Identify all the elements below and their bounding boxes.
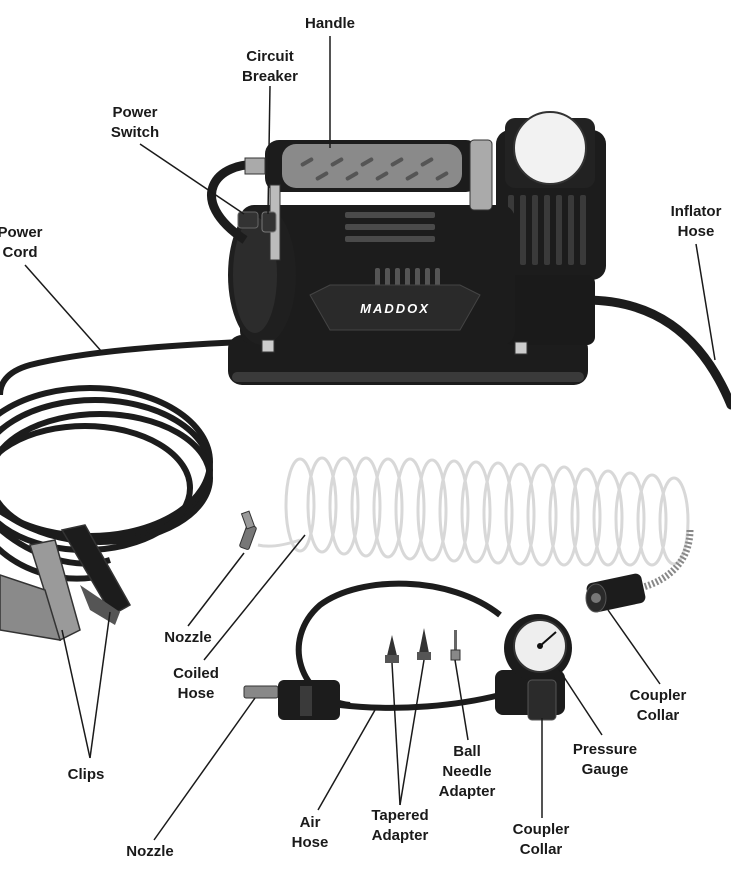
label-inflator-hose: Inflator Hose	[670, 203, 722, 240]
label-circuit-breaker: Circuit Breaker	[242, 48, 298, 85]
label-tapered-adapter: Tapered Adapter	[371, 807, 429, 844]
label-clips: Clips	[67, 766, 105, 783]
leader-nozzle-air	[153, 697, 256, 841]
power-switch-part	[237, 211, 259, 229]
leader-coiled-hose	[203, 534, 306, 661]
leader-ball-needle	[454, 659, 469, 741]
compressor-body: MADDOX	[207, 111, 606, 385]
label-coiled-hose: Coiled Hose	[173, 665, 219, 702]
inflator-hose	[580, 295, 731, 410]
power-cord	[0, 339, 241, 582]
leader-tapered-b	[399, 659, 425, 806]
ball-needle	[450, 630, 461, 661]
label-ball-needle-adapter: Ball Needle Adapter	[438, 743, 496, 800]
coil-nozzle	[239, 510, 257, 550]
leader-tapered-a	[391, 662, 401, 806]
coupler-collar-bottom-part	[527, 679, 557, 721]
label-nozzle-coil: Nozzle	[164, 629, 212, 646]
label-pressure-gauge: Pressure Gauge	[572, 741, 638, 778]
pressure-gauge-part	[495, 614, 572, 715]
leader-pressure-gauge	[557, 667, 603, 736]
label-coupler-collar-bottom: Coupler Collar	[512, 821, 570, 858]
leader-power-switch	[139, 143, 245, 215]
clip-right	[60, 524, 132, 617]
leader-clips-b	[89, 611, 111, 759]
leader-circuit-breaker	[267, 85, 271, 215]
leader-air-hose	[317, 709, 376, 811]
leader-coupler-right	[607, 609, 661, 685]
spring-guard	[639, 529, 694, 592]
air-hose-nozzle	[243, 680, 340, 720]
label-handle: Handle	[304, 15, 356, 32]
brand-logo: MADDOX	[360, 301, 430, 316]
leader-nozzle-coil	[187, 552, 245, 627]
battery-clips	[0, 524, 132, 642]
label-nozzle-air: Nozzle	[126, 843, 174, 860]
label-air-hose: Air Hose	[291, 814, 329, 851]
coupler-collar-right-part	[585, 573, 646, 613]
leader-power-cord	[24, 264, 103, 353]
leader-inflator-hose	[695, 243, 716, 361]
label-coupler-collar-right: Coupler Collar	[629, 687, 687, 724]
leader-lines	[24, 36, 716, 841]
label-power-cord: Power Cord	[0, 224, 43, 261]
tapered-adapters	[385, 628, 431, 663]
circuit-breaker-part	[261, 211, 277, 233]
coiled-hose	[284, 456, 690, 567]
label-power-switch: Power Switch	[110, 104, 160, 141]
leader-clips-a	[61, 629, 91, 759]
